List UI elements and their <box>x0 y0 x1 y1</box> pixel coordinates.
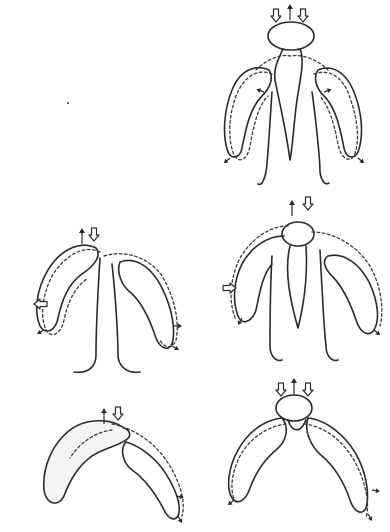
panel-middle-right <box>223 197 382 360</box>
left-stalk <box>74 258 100 372</box>
panel-bottom-left <box>44 407 185 524</box>
tick-arrow <box>222 156 231 165</box>
right-lobe <box>307 418 368 512</box>
up-line-arrow <box>79 228 85 244</box>
panel-bottom-right <box>226 378 380 522</box>
left-stalk <box>270 256 282 360</box>
right-lobe <box>119 260 174 348</box>
down-block-arrow <box>298 9 308 22</box>
head-ellipse <box>268 22 314 50</box>
tick-arrow <box>256 87 265 94</box>
right-lobe-dashed <box>312 232 382 326</box>
right-lobe <box>123 442 180 519</box>
tick-arrow <box>356 156 365 165</box>
left-stalk <box>258 92 272 184</box>
head-ellipse <box>276 395 312 421</box>
tick-arrow <box>36 328 45 336</box>
tick-arrow <box>174 324 182 329</box>
left-lobe <box>229 418 287 502</box>
outer-arch-dashed <box>231 226 288 320</box>
right-stalk <box>320 250 338 360</box>
up-line-arrow <box>289 200 295 216</box>
right-lobe <box>325 255 378 333</box>
right-stalk <box>112 264 140 372</box>
left-lobe-dashed <box>232 424 286 502</box>
left-lobe <box>37 245 98 331</box>
central-body <box>275 49 302 160</box>
tick-arrow <box>372 488 381 494</box>
left-lobe-dashed <box>43 249 100 334</box>
speck-mark <box>67 102 69 104</box>
down-block-arrow <box>303 197 313 210</box>
left-lobe <box>44 421 130 503</box>
shoulder-dashed <box>256 56 328 70</box>
tick-arrow <box>323 87 332 94</box>
down-block-arrow <box>271 9 281 22</box>
up-line-arrow <box>291 378 297 394</box>
central-lobe <box>288 246 307 328</box>
outer-arch <box>235 236 284 322</box>
up-line-arrow <box>287 4 293 20</box>
down-block-arrow <box>113 407 123 420</box>
panel-middle-left <box>34 228 182 372</box>
down-block-arrow <box>303 383 313 396</box>
down-block-arrow <box>89 228 99 241</box>
down-block-arrow <box>276 383 286 396</box>
panel-top-right <box>222 4 365 184</box>
